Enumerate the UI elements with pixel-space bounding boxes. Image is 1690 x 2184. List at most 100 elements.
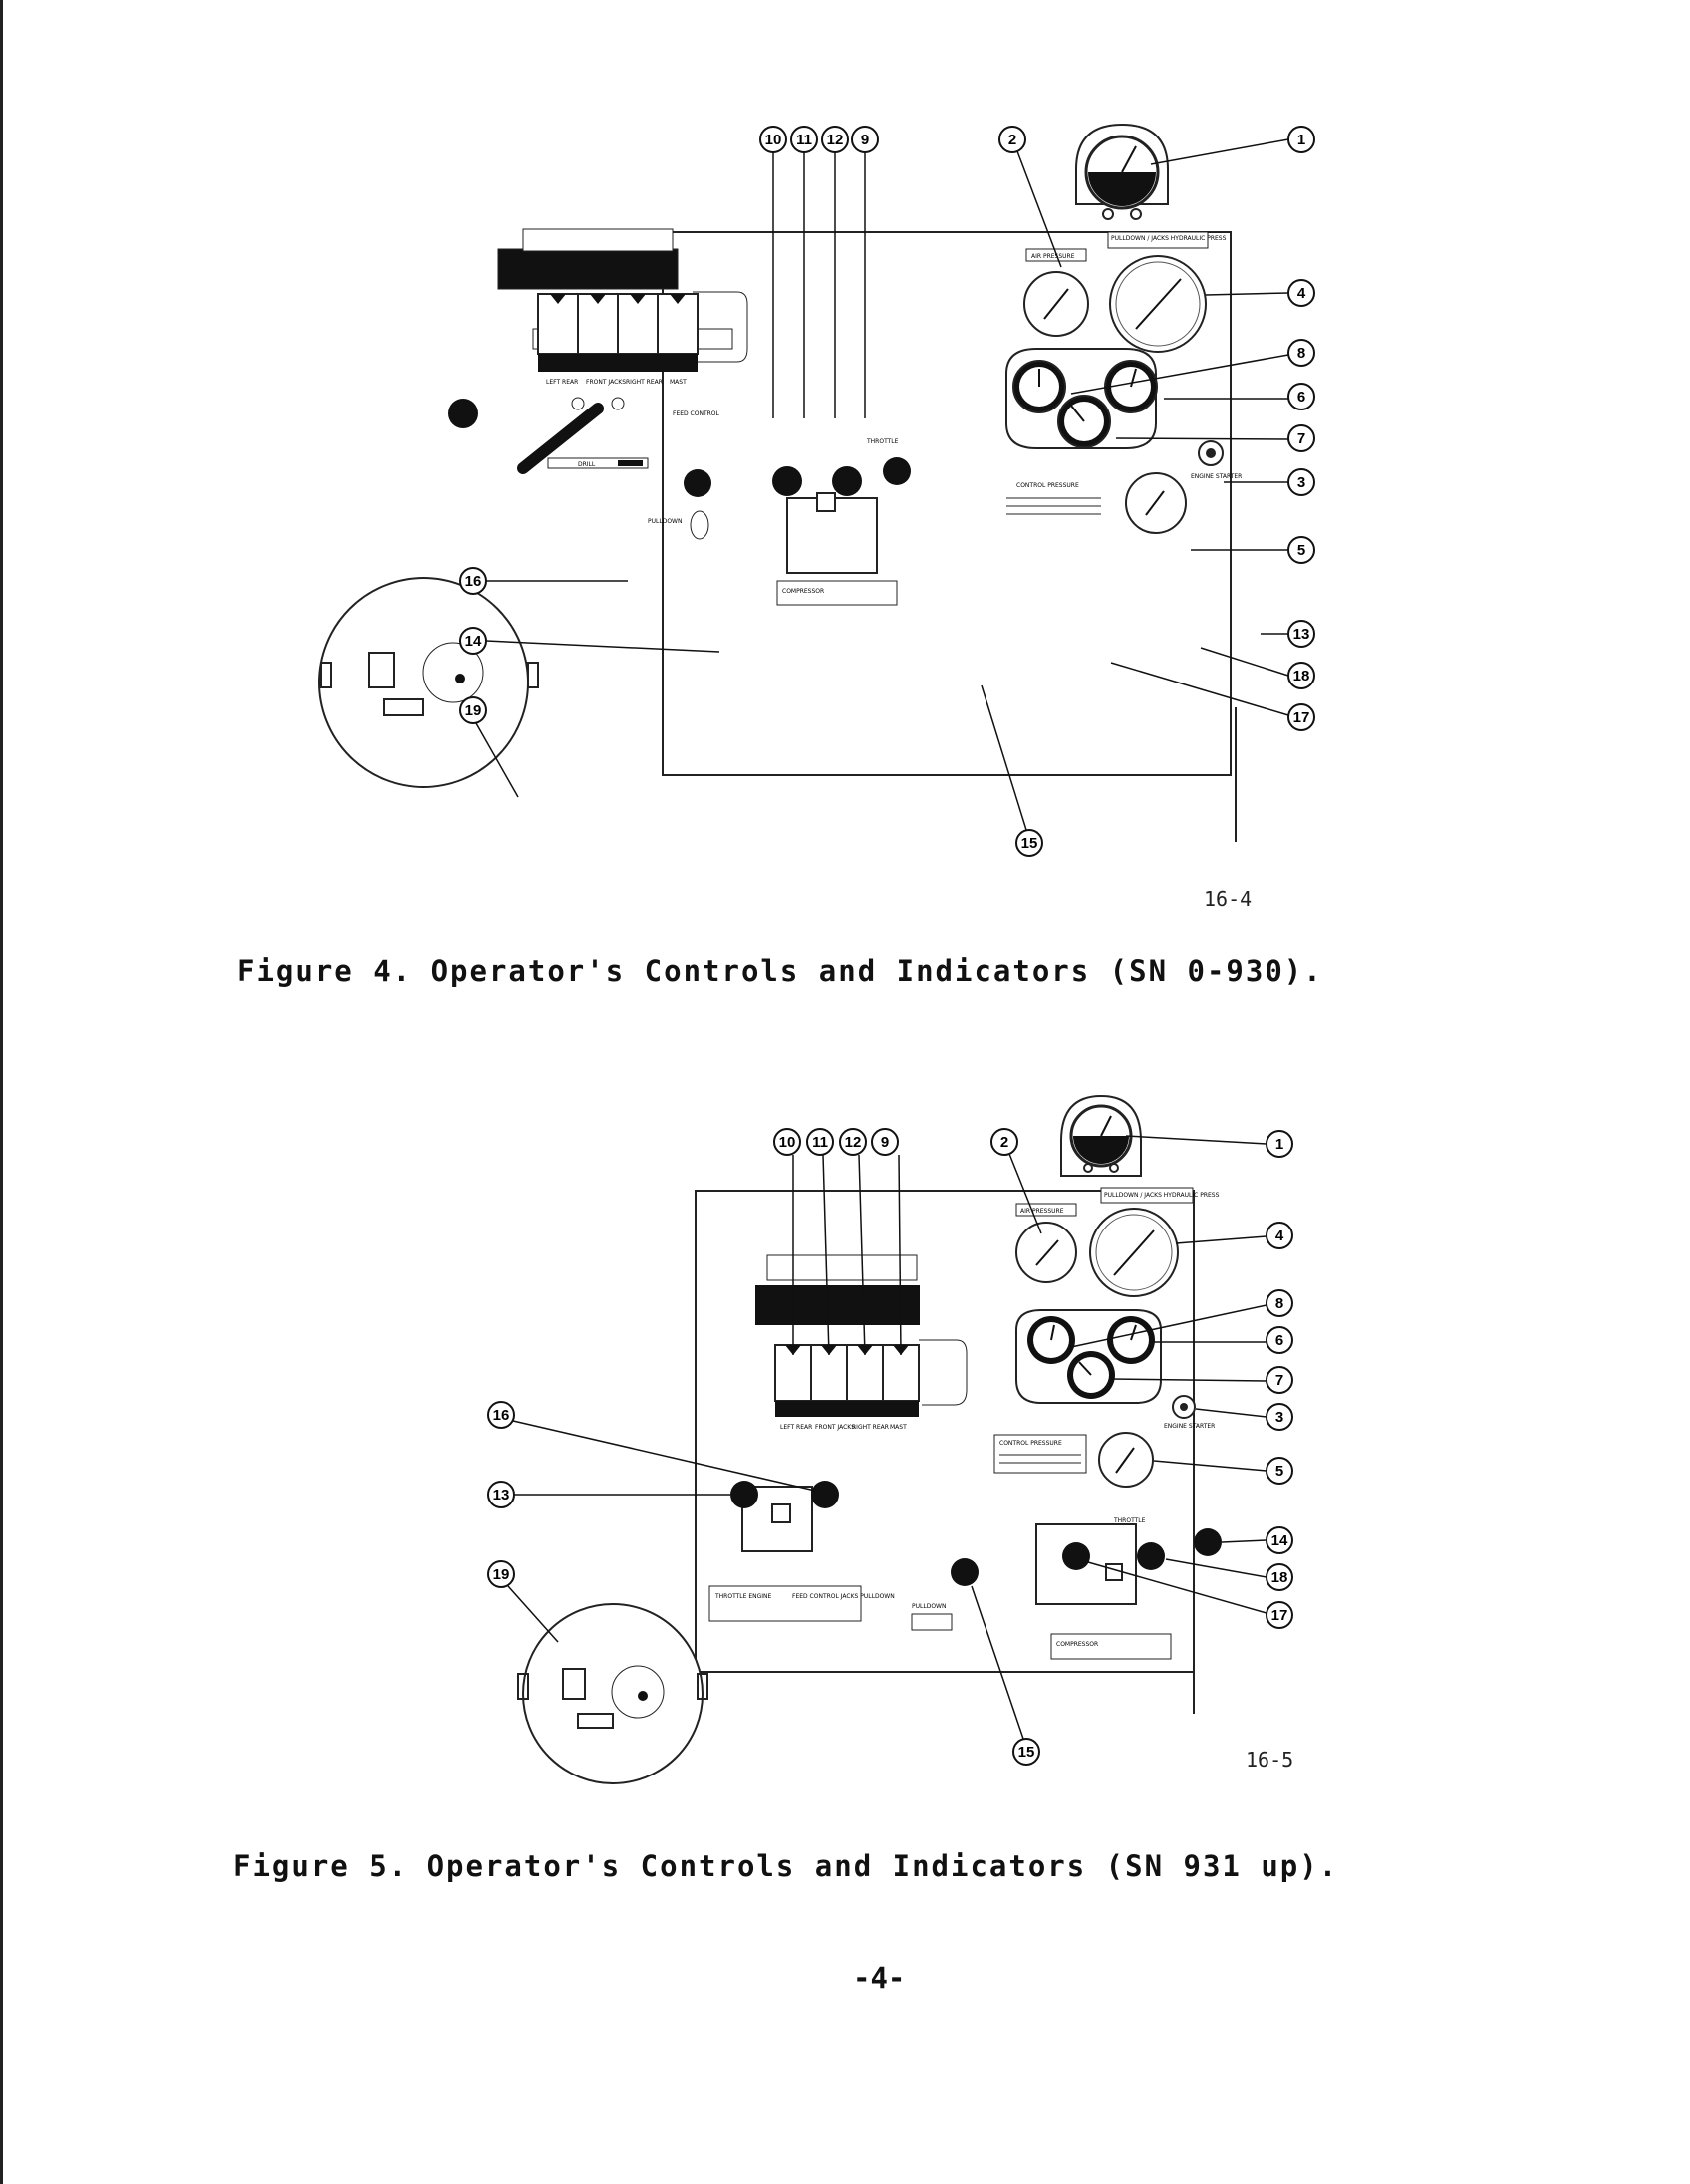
callout-10: 10 — [773, 1128, 801, 1156]
lever-label-front-jacks-2: FRONT JACKS — [815, 1424, 855, 1431]
compressor-label: COMPRESSOR — [782, 588, 824, 595]
svg-text:4: 4 — [1297, 285, 1306, 302]
lever-label-left-rear-2: LEFT REAR — [780, 1424, 812, 1431]
svg-text:19: 19 — [493, 1566, 510, 1583]
pulldown-label: PULLDOWN — [648, 518, 682, 525]
svg-text:3: 3 — [1297, 474, 1305, 491]
callout-3: 3 — [1287, 468, 1315, 496]
air-pressure-label-2: AIR PRESSURE — [1020, 1208, 1064, 1215]
svg-text:2: 2 — [1000, 1134, 1008, 1151]
svg-text:5: 5 — [1275, 1463, 1283, 1480]
svg-text:18: 18 — [1271, 1569, 1288, 1586]
callout-13: 13 — [487, 1481, 515, 1508]
callout-1: 1 — [1266, 1130, 1293, 1158]
callout-14: 14 — [1266, 1526, 1293, 1554]
gauge-cluster — [1005, 348, 1157, 449]
pulldown-knob — [951, 1558, 979, 1586]
svg-text:7: 7 — [1275, 1372, 1283, 1389]
callout-12: 12 — [839, 1128, 867, 1156]
callout-17: 17 — [1287, 703, 1315, 731]
svg-text:16: 16 — [465, 573, 482, 590]
lever-label-front-jacks: FRONT JACKS — [586, 379, 626, 386]
control-pressure-label: CONTROL PRESSURE — [1016, 482, 1079, 489]
svg-text:7: 7 — [1297, 430, 1305, 447]
pulldown-jacks-label-2: PULLDOWN / JACKS HYDRAULIC PRESS — [1104, 1192, 1220, 1199]
throttle-knob-left — [730, 1481, 758, 1508]
svg-text:14: 14 — [1271, 1532, 1288, 1549]
callout-4: 4 — [1266, 1222, 1293, 1249]
engine-starter-label: ENGINE STARTER — [1191, 473, 1242, 480]
figure-4-callouts: 10 11 12 9 2 1 4 8 6 7 3 5 13 18 17 16 1… — [0, 0, 1690, 996]
svg-text:11: 11 — [812, 1134, 828, 1151]
svg-text:6: 6 — [1275, 1332, 1283, 1349]
svg-text:9: 9 — [861, 132, 869, 148]
svg-text:4: 4 — [1275, 1228, 1284, 1244]
lever-label-right-rear-2: RIGHT REAR — [852, 1424, 889, 1431]
control-panel — [662, 231, 1232, 776]
svg-text:10: 10 — [779, 1134, 796, 1151]
warning-placard — [498, 249, 678, 289]
figure-4-number: 16-4 — [1204, 887, 1253, 911]
inset-detail-circle — [522, 1603, 704, 1784]
air-pressure-label: AIR PRESSURE — [1031, 253, 1075, 260]
throttle-label: THROTTLE — [866, 438, 899, 445]
callout-15: 15 — [1012, 1738, 1040, 1766]
throttle-lever-knob — [1194, 1528, 1222, 1556]
throttle-knob-left — [772, 466, 802, 496]
pulldown-label-2: PULLDOWN — [912, 1603, 946, 1610]
drill-tram-lever — [517, 403, 604, 474]
svg-text:15: 15 — [1021, 835, 1038, 852]
callout-8: 8 — [1266, 1289, 1293, 1317]
svg-text:1: 1 — [1275, 1136, 1283, 1153]
warning-placard — [755, 1285, 920, 1325]
callout-14: 14 — [459, 627, 487, 655]
callout-6: 6 — [1266, 1326, 1293, 1354]
svg-text:13: 13 — [493, 1487, 510, 1503]
svg-text:17: 17 — [1293, 709, 1310, 726]
callout-9: 9 — [871, 1128, 899, 1156]
svg-text:16: 16 — [493, 1407, 510, 1424]
callout-18: 18 — [1266, 1563, 1293, 1591]
feed-control-label: FEED CONTROL — [673, 410, 720, 417]
svg-text:12: 12 — [827, 132, 844, 148]
hydraulic-lever-bank — [774, 1344, 920, 1417]
callout-8: 8 — [1287, 339, 1315, 367]
callout-12: 12 — [821, 126, 849, 153]
control-pressure-label-2: CONTROL PRESSURE — [999, 1440, 1062, 1447]
svg-text:15: 15 — [1018, 1744, 1035, 1761]
svg-text:19: 19 — [465, 702, 482, 719]
callout-11: 11 — [790, 126, 818, 153]
figure-5-number: 16-5 — [1246, 1748, 1294, 1772]
callout-7: 7 — [1266, 1366, 1293, 1394]
callout-1: 1 — [1287, 126, 1315, 153]
throttle-lever-knob — [883, 457, 911, 485]
feed-control-knob — [448, 399, 478, 428]
callout-16: 16 — [459, 567, 487, 595]
lever-label-mast-2: MAST — [890, 1424, 907, 1431]
svg-text:10: 10 — [765, 132, 782, 148]
svg-text:13: 13 — [1293, 626, 1310, 643]
throttle-engine-label: THROTTLE ENGINE — [714, 1593, 772, 1600]
throttle-label-2: THROTTLE — [1113, 1517, 1146, 1524]
lever-label-right-rear: RIGHT REAR — [626, 379, 663, 386]
callout-16: 16 — [487, 1401, 515, 1429]
callout-15: 15 — [1015, 829, 1043, 857]
pulldown-knob — [684, 469, 711, 497]
callout-11: 11 — [806, 1128, 834, 1156]
throttle-knob-right — [832, 466, 862, 496]
page-left-border — [0, 0, 3, 2184]
callout-6: 6 — [1287, 383, 1315, 410]
figure-4-caption: Figure 4. Operator's Controls and Indica… — [237, 955, 1323, 988]
engine-starter-label-2: ENGINE STARTER — [1164, 1423, 1215, 1430]
svg-text:1: 1 — [1297, 132, 1305, 148]
page-number: -4- — [853, 1961, 906, 1995]
throttle-knob-right-a — [1062, 1542, 1090, 1570]
drill-label: DRILL — [578, 461, 596, 468]
callout-17: 17 — [1266, 1601, 1293, 1629]
compressor-label-2: COMPRESSOR — [1056, 1641, 1098, 1648]
lever-label-left-rear: LEFT REAR — [546, 379, 578, 386]
callout-3: 3 — [1266, 1403, 1293, 1431]
svg-text:5: 5 — [1297, 542, 1305, 559]
